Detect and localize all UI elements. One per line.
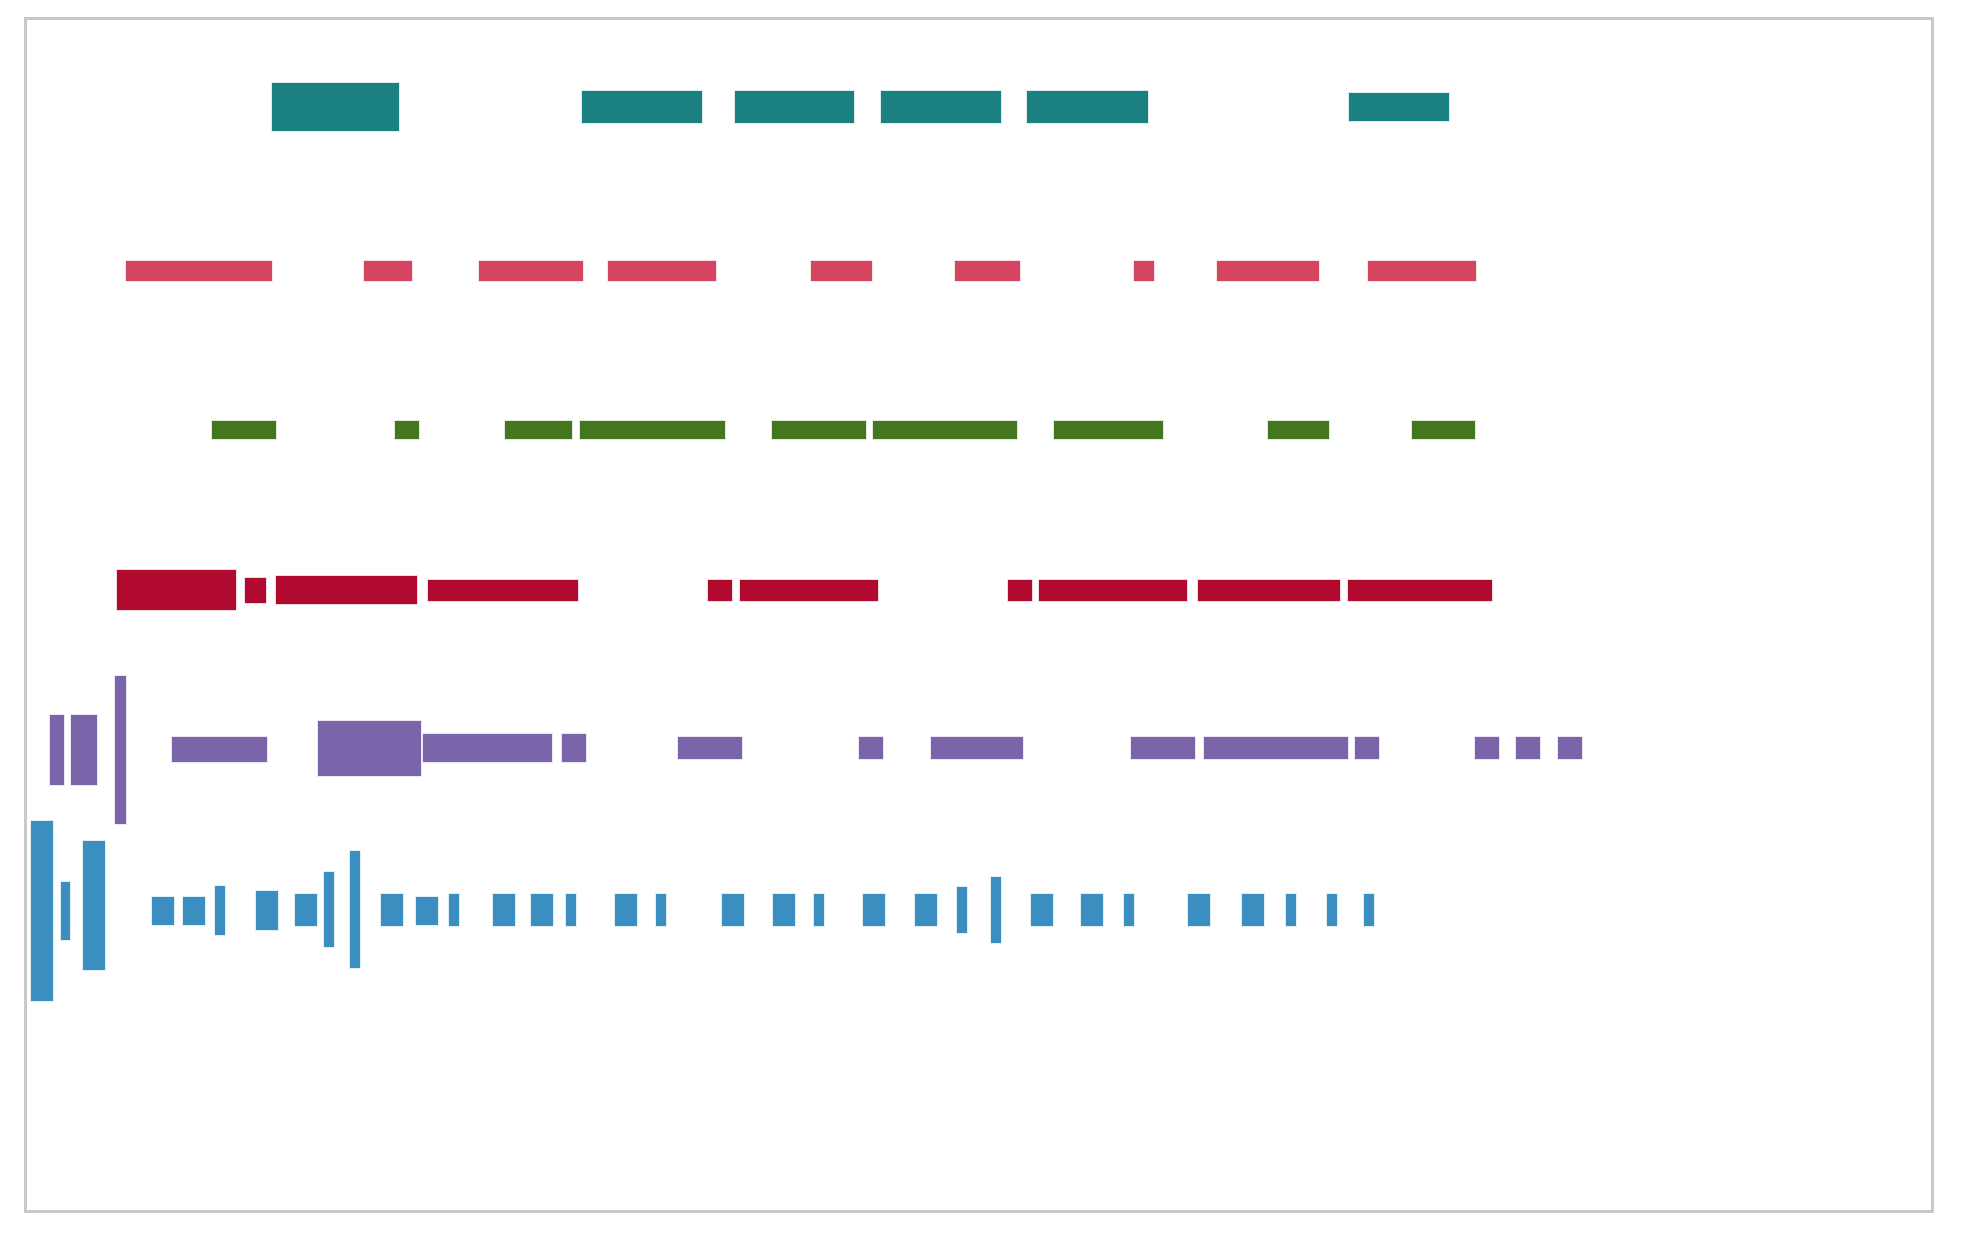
bar-blue-5[interactable] <box>214 885 226 936</box>
bar-blue-19[interactable] <box>772 893 796 927</box>
bar-blue-12[interactable] <box>448 893 460 927</box>
bar-purple-12[interactable] <box>1354 736 1380 760</box>
bar-teal-2[interactable] <box>734 90 855 124</box>
bar-pink-7[interactable] <box>1216 260 1320 282</box>
bar-blue-3[interactable] <box>151 896 175 926</box>
bar-purple-5[interactable] <box>422 733 553 763</box>
bar-blue-6[interactable] <box>255 890 279 931</box>
bar-crimson-6[interactable] <box>1007 579 1033 602</box>
bar-blue-29[interactable] <box>1241 893 1265 927</box>
bar-purple-2[interactable] <box>114 675 127 825</box>
bar-blue-22[interactable] <box>914 893 938 927</box>
bar-blue-15[interactable] <box>565 893 577 927</box>
bar-purple-14[interactable] <box>1515 736 1541 760</box>
series-lane-purple <box>27 20 1931 1210</box>
bar-teal-3[interactable] <box>880 90 1002 124</box>
bar-pink-5[interactable] <box>954 260 1021 282</box>
series-lane-green <box>27 20 1931 1210</box>
bar-blue-16[interactable] <box>614 893 638 927</box>
bar-blue-9[interactable] <box>349 850 361 969</box>
bar-green-2[interactable] <box>504 420 573 440</box>
bar-blue-28[interactable] <box>1187 893 1211 927</box>
bar-green-1[interactable] <box>394 420 420 440</box>
bar-purple-15[interactable] <box>1557 736 1583 760</box>
series-lane-blue <box>27 20 1931 1210</box>
series-lane-teal <box>27 20 1931 1210</box>
bar-green-3[interactable] <box>579 420 726 440</box>
bar-blue-21[interactable] <box>862 893 886 927</box>
bar-purple-6[interactable] <box>561 733 587 763</box>
bar-green-7[interactable] <box>1267 420 1330 440</box>
bar-purple-7[interactable] <box>677 736 743 760</box>
bar-blue-26[interactable] <box>1080 893 1104 927</box>
bar-blue-27[interactable] <box>1123 893 1135 927</box>
bar-blue-13[interactable] <box>492 893 516 927</box>
bar-pink-1[interactable] <box>363 260 413 282</box>
bar-teal-1[interactable] <box>581 90 703 124</box>
bar-purple-0[interactable] <box>49 714 65 786</box>
bar-teal-0[interactable] <box>271 82 400 132</box>
bar-crimson-5[interactable] <box>739 579 879 602</box>
bar-blue-17[interactable] <box>655 893 667 927</box>
bar-crimson-2[interactable] <box>275 575 418 605</box>
bar-blue-20[interactable] <box>813 893 825 927</box>
bar-pink-2[interactable] <box>478 260 584 282</box>
bar-crimson-4[interactable] <box>707 579 733 602</box>
bar-purple-13[interactable] <box>1474 736 1500 760</box>
bar-pink-6[interactable] <box>1133 260 1155 282</box>
bar-blue-14[interactable] <box>530 893 554 927</box>
bar-blue-18[interactable] <box>721 893 745 927</box>
bar-teal-5[interactable] <box>1348 92 1450 122</box>
bar-green-5[interactable] <box>872 420 1018 440</box>
bar-blue-31[interactable] <box>1326 893 1338 927</box>
bar-blue-4[interactable] <box>182 896 206 926</box>
bar-crimson-3[interactable] <box>427 579 579 602</box>
plot-area <box>27 20 1931 1210</box>
bar-blue-1[interactable] <box>60 881 71 941</box>
bar-blue-24[interactable] <box>990 876 1002 944</box>
bar-crimson-9[interactable] <box>1347 579 1493 602</box>
bar-pink-8[interactable] <box>1367 260 1477 282</box>
bar-blue-2[interactable] <box>82 840 106 971</box>
bar-green-4[interactable] <box>771 420 867 440</box>
bar-pink-0[interactable] <box>125 260 273 282</box>
series-lane-crimson <box>27 20 1931 1210</box>
bar-purple-11[interactable] <box>1203 736 1349 760</box>
bar-pink-4[interactable] <box>810 260 873 282</box>
bar-teal-4[interactable] <box>1026 90 1149 124</box>
bar-purple-8[interactable] <box>858 736 884 760</box>
bar-purple-3[interactable] <box>171 736 268 763</box>
bar-crimson-7[interactable] <box>1038 579 1188 602</box>
bar-blue-11[interactable] <box>415 896 439 926</box>
bar-pink-3[interactable] <box>607 260 717 282</box>
bar-blue-10[interactable] <box>380 893 404 927</box>
bar-green-0[interactable] <box>211 420 277 440</box>
bar-purple-10[interactable] <box>1130 736 1196 760</box>
bar-blue-23[interactable] <box>956 886 968 934</box>
bar-blue-8[interactable] <box>323 871 335 948</box>
bar-crimson-0[interactable] <box>116 569 237 611</box>
bar-blue-32[interactable] <box>1363 893 1375 927</box>
bar-blue-7[interactable] <box>294 893 318 927</box>
bar-crimson-8[interactable] <box>1197 579 1341 602</box>
bar-crimson-1[interactable] <box>244 577 267 604</box>
bar-green-8[interactable] <box>1411 420 1476 440</box>
bar-purple-1[interactable] <box>70 714 98 786</box>
bar-purple-4[interactable] <box>317 720 422 777</box>
bar-blue-30[interactable] <box>1285 893 1297 927</box>
plot-frame <box>24 17 1934 1213</box>
bar-purple-9[interactable] <box>930 736 1024 760</box>
bar-blue-25[interactable] <box>1030 893 1054 927</box>
bar-blue-0[interactable] <box>30 820 54 1002</box>
series-lane-pink <box>27 20 1931 1210</box>
bar-green-6[interactable] <box>1053 420 1164 440</box>
